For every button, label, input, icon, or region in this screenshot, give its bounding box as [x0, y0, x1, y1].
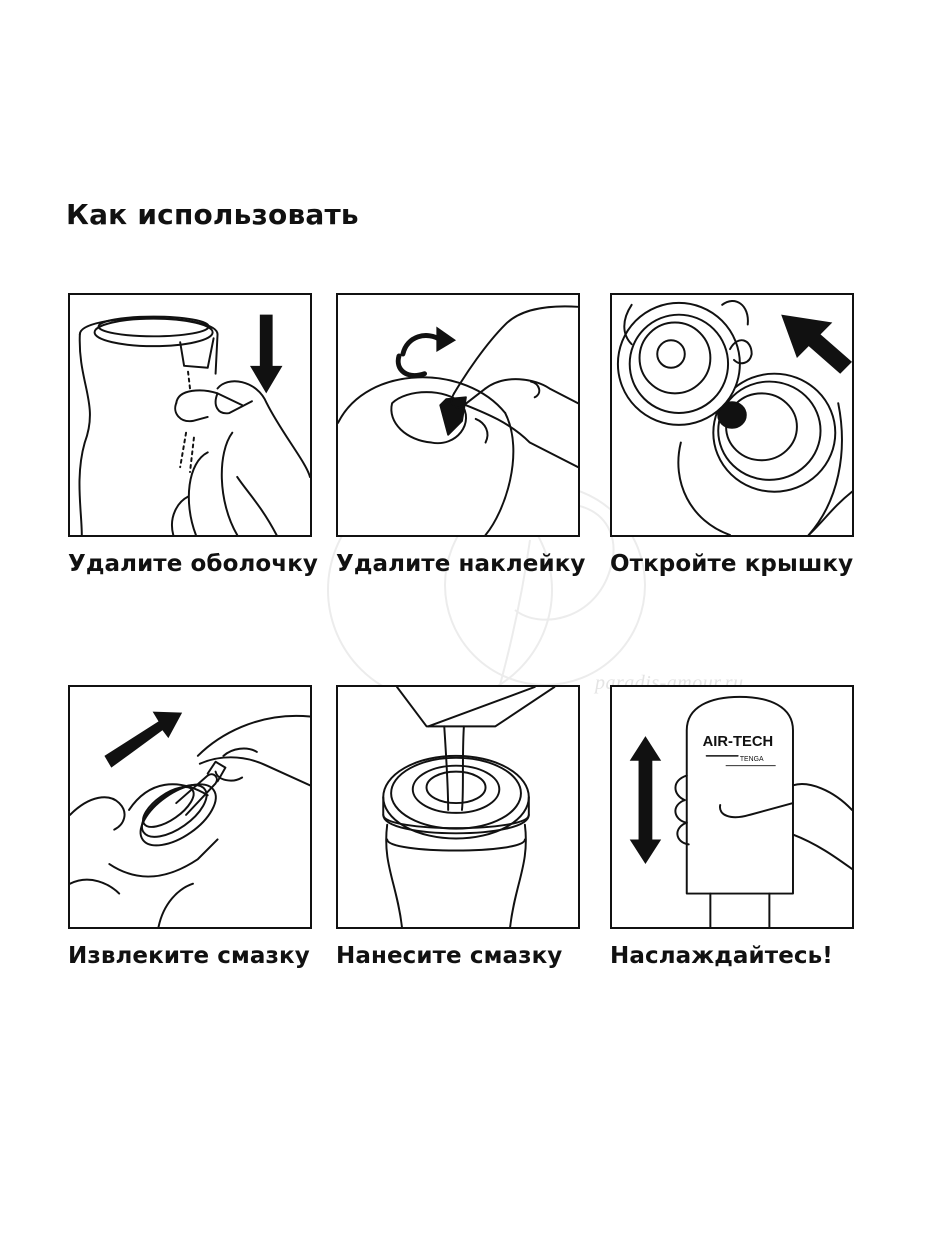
product-maker: TENGA	[740, 756, 764, 763]
step-caption: Нанесите смазку	[336, 943, 563, 969]
step-caption: Наслаждайтесь!	[610, 943, 833, 969]
product-brand: AIR-TECH	[703, 734, 773, 750]
illustration-remove-wrapper	[68, 293, 312, 537]
step-caption: Удалите оболочку	[68, 551, 319, 577]
step-caption: Извлеките смазку	[68, 943, 310, 969]
illustration-enjoy: AIR-TECH TENGA	[610, 685, 854, 929]
page-title: Как использовать	[66, 198, 359, 231]
illustration-open-cap	[610, 293, 854, 537]
step-caption: Откройте крышку	[610, 551, 854, 577]
illustration-extract-lube	[68, 685, 312, 929]
illustration-remove-sticker	[336, 293, 580, 537]
step-caption: Удалите наклейку	[336, 551, 586, 577]
illustration-apply-lube	[336, 685, 580, 929]
